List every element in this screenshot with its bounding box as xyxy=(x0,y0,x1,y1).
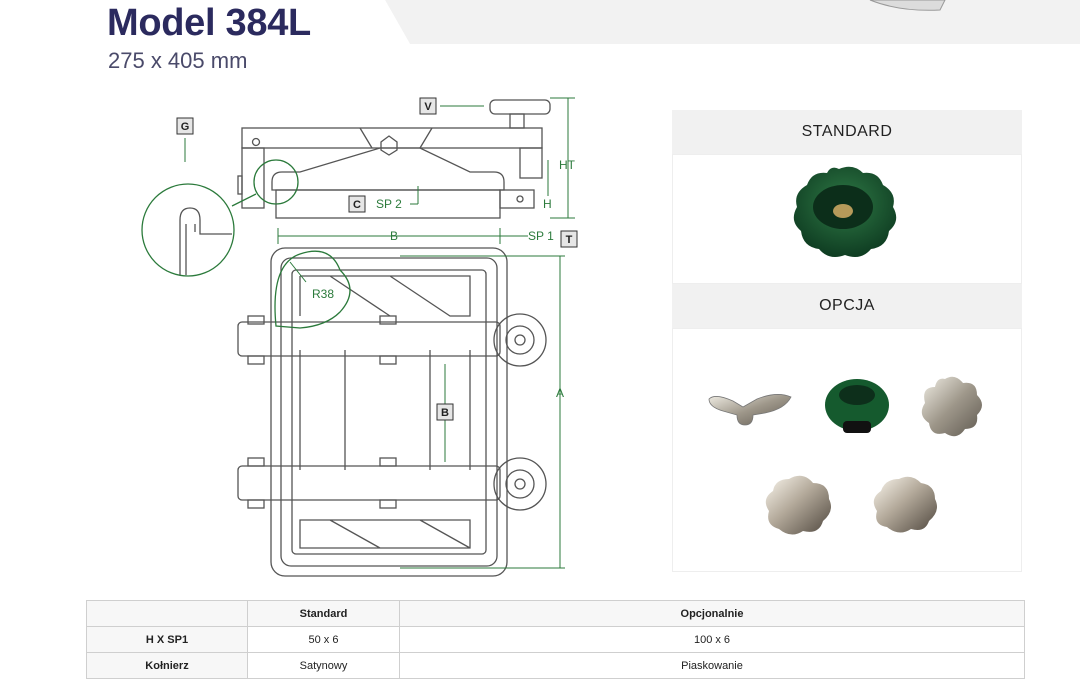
table-header-cell: Standard xyxy=(247,600,400,627)
dim-ht: HT xyxy=(559,158,576,172)
table-row: H X SP1 50 x 6 100 x 6 xyxy=(86,626,1025,653)
svg-text:G: G xyxy=(181,121,190,133)
technical-drawing: V G C T B SP 2 SP 1 B H HT A R38 xyxy=(141,97,578,577)
option-panel xyxy=(672,328,1022,572)
page-subtitle: 275 x 405 mm xyxy=(108,48,248,73)
svg-text:B: B xyxy=(441,407,449,419)
green-knob-option-image xyxy=(825,379,889,433)
page-title: Model 384L xyxy=(107,2,311,44)
standard-value: 50 x 6 xyxy=(247,626,400,653)
lower-clamp-bar xyxy=(237,465,501,501)
option-panel-title: OPCJA xyxy=(672,284,1022,328)
upper-knob-front xyxy=(493,313,547,367)
dim-sp1: SP 1 xyxy=(528,229,554,243)
chrome-knob-right-image xyxy=(873,476,937,533)
chrome-knob-left-image xyxy=(765,475,831,535)
green-knob-image xyxy=(793,166,897,257)
svg-text:V: V xyxy=(424,101,432,113)
spec-table: Standard Opcjonalnie H X SP1 50 x 6 100 … xyxy=(86,600,1025,679)
lower-knob-front xyxy=(493,457,547,511)
row-label: H X SP1 xyxy=(86,626,248,653)
standard-panel-title: STANDARD xyxy=(672,110,1022,154)
dim-r38: R38 xyxy=(312,287,334,301)
table-header-row: Standard Opcjonalnie xyxy=(86,600,1025,627)
dim-a: A xyxy=(556,386,564,400)
dim-sp2: SP 2 xyxy=(376,197,402,211)
star-knob-image xyxy=(921,376,982,437)
knob-top-view xyxy=(489,99,551,115)
svg-text:T: T xyxy=(566,234,573,246)
wing-nut-image xyxy=(708,394,792,426)
front-view-frame xyxy=(270,247,508,577)
label-b-box: B xyxy=(436,403,454,421)
table-header-cell xyxy=(86,600,248,627)
header-band xyxy=(0,0,1080,44)
label-v-box: V xyxy=(419,97,437,115)
dim-h: H xyxy=(543,197,552,211)
standard-panel xyxy=(672,154,1022,284)
option-value: 100 x 6 xyxy=(399,626,1025,653)
label-c-box: C xyxy=(348,195,366,213)
table-header-cell: Opcjonalnie xyxy=(399,600,1025,627)
svg-text:C: C xyxy=(353,199,361,211)
label-t-box: T xyxy=(560,230,578,248)
dim-b: B xyxy=(390,229,398,243)
detail-circle xyxy=(141,183,235,277)
label-g-box: G xyxy=(176,117,194,135)
upper-clamp-bar xyxy=(237,321,501,357)
